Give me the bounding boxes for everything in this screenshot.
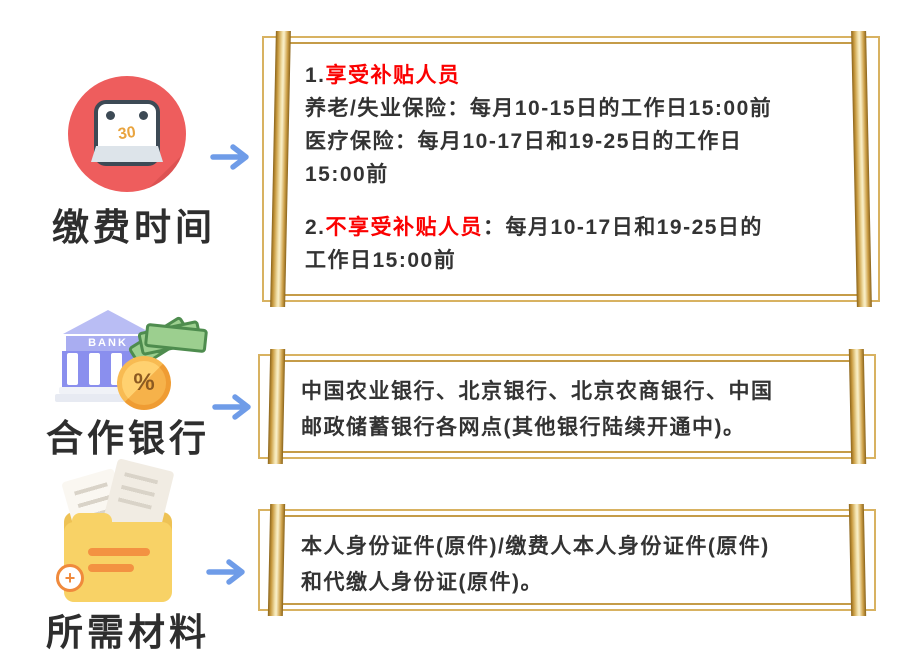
non-subsidized-line2: 工作日15:00前 [305,249,457,272]
calendar-day-number: 30 [116,123,137,144]
item-number: 2. [305,216,326,239]
scroll-outline [258,509,876,611]
subsidized-heading-red: 享受补贴人员 [325,64,461,87]
non-subsidized-heading-red: 不享受补贴人员 [325,216,484,239]
folder-front [64,513,172,602]
materials-panel: 本人身份证件(原件)/缴费人本人身份证件(原件) 和代缴人身份证(原件)。 [275,515,859,605]
banks-line2: 邮政储蓄银行各网点(其他银行陆续开通中)。 [301,416,746,439]
medical-insurance-line: 医疗保险：每月10-17日和19-25日的工作日 [305,130,743,153]
materials-label: 所需材料 [46,612,210,653]
calendar-icon-body: 30 [91,100,163,166]
scroll-roller-left-icon [267,349,286,464]
payment-time-label: 缴费时间 [52,207,216,248]
materials-line2: 和代缴人身份证(原件)。 [301,571,543,594]
subsidized-heading: 1.享受补贴人员 [305,59,851,92]
medical-insurance-line2: 15:00前 [305,163,389,186]
bank-step [59,387,157,394]
folder-documents-icon: + [56,458,190,610]
calendar-page-flap [91,146,163,162]
payment-time-panel: 1.享受补贴人员 养老/失业保险：每月10-15日的工作日15:00前 医疗保险… [279,42,863,296]
scroll-roller-right-icon [848,349,867,464]
payment-time-box: 1.享受补贴人员 养老/失业保险：每月10-15日的工作日15:00前 医疗保险… [262,31,880,307]
banks-line1: 中国农业银行、北京银行、北京农商银行、中国 [301,380,774,403]
banks-box: 中国农业银行、北京银行、北京农商银行、中国 邮政储蓄银行各网点(其他银行陆续开通… [258,349,876,464]
scroll-roller-right-icon [848,504,867,616]
scroll-outline [258,354,876,459]
bank-icon: BANK $ % [55,310,210,410]
arrow-right-icon [212,394,251,420]
calendar-ring-right [139,111,148,120]
arrow-right-icon [206,559,245,585]
item-number: 1. [305,64,326,87]
bank-roof-icon [63,310,153,334]
non-subsidized-heading: 2.不享受补贴人员：每月10-17日和19-25日的 [305,211,851,244]
percent-coin-icon: % [117,356,171,410]
calendar-ring-left [106,111,115,120]
arrow-right-icon [210,144,249,170]
pension-unemployment-line: 养老/失业保险：每月10-15日的工作日15:00前 [305,97,773,120]
banks-panel: 中国农业银行、北京银行、北京农商银行、中国 邮政储蓄银行各网点(其他银行陆续开通… [275,360,859,453]
materials-box: 本人身份证件(原件)/缴费人本人身份证件(原件) 和代缴人身份证(原件)。 [258,504,876,616]
scroll-roller-left-icon [267,504,286,616]
calendar-icon: 30 [68,76,186,192]
percent-symbol: % [122,361,166,405]
calendar-icon-face: 30 [91,104,163,162]
scroll-outline [262,36,880,302]
non-subsidized-rest: ：每月10-17日和19-25日的 [483,216,763,239]
plus-badge-icon: + [56,564,84,592]
banks-label: 合作银行 [46,418,210,459]
materials-line1: 本人身份证件(原件)/缴费人本人身份证件(原件) [301,535,770,558]
bank-step [55,394,163,402]
